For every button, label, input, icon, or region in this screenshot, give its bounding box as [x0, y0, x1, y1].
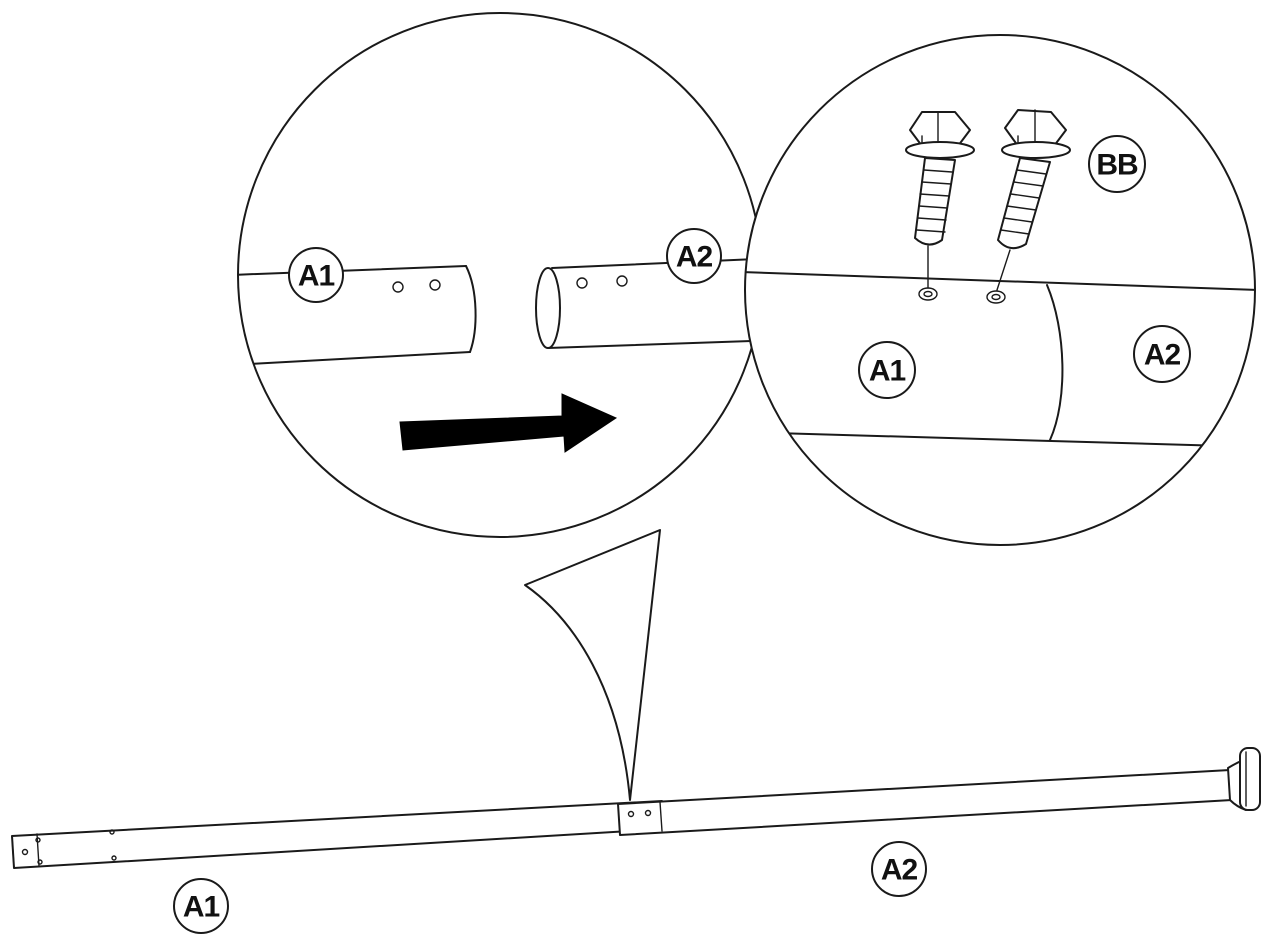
tube-a2-detail: [535, 257, 762, 349]
label-bar-a2: A2: [871, 841, 927, 897]
label-a2-after: A2: [1133, 325, 1191, 383]
svg-text:A1: A1: [183, 891, 220, 924]
bar-segment-a1: [11, 800, 665, 869]
full-bar: [11, 747, 1261, 869]
callout-pointer: [524, 529, 661, 801]
arrow-right-icon: [399, 393, 618, 453]
svg-text:A2: A2: [1144, 339, 1181, 372]
label-bar-a1: A1: [173, 878, 229, 934]
hex-bolt-icon: [905, 111, 975, 289]
detail-bubble-before: [237, 12, 763, 538]
svg-text:A2: A2: [881, 854, 918, 887]
label-bb: BB: [1088, 135, 1146, 193]
svg-text:A1: A1: [298, 260, 335, 293]
label-a2-before: A2: [666, 228, 722, 284]
svg-text:BB: BB: [1096, 149, 1138, 182]
detail-bubble-after: [744, 34, 1256, 546]
svg-text:A2: A2: [676, 241, 713, 274]
hex-bolt-icon: [996, 109, 1071, 291]
label-a1-after: A1: [858, 341, 916, 399]
tube-a1-detail: [238, 265, 477, 366]
bar-segment-a2: [617, 747, 1261, 836]
joined-tube-detail: [745, 271, 1255, 448]
svg-text:A1: A1: [869, 355, 906, 388]
label-a1-before: A1: [288, 247, 344, 303]
